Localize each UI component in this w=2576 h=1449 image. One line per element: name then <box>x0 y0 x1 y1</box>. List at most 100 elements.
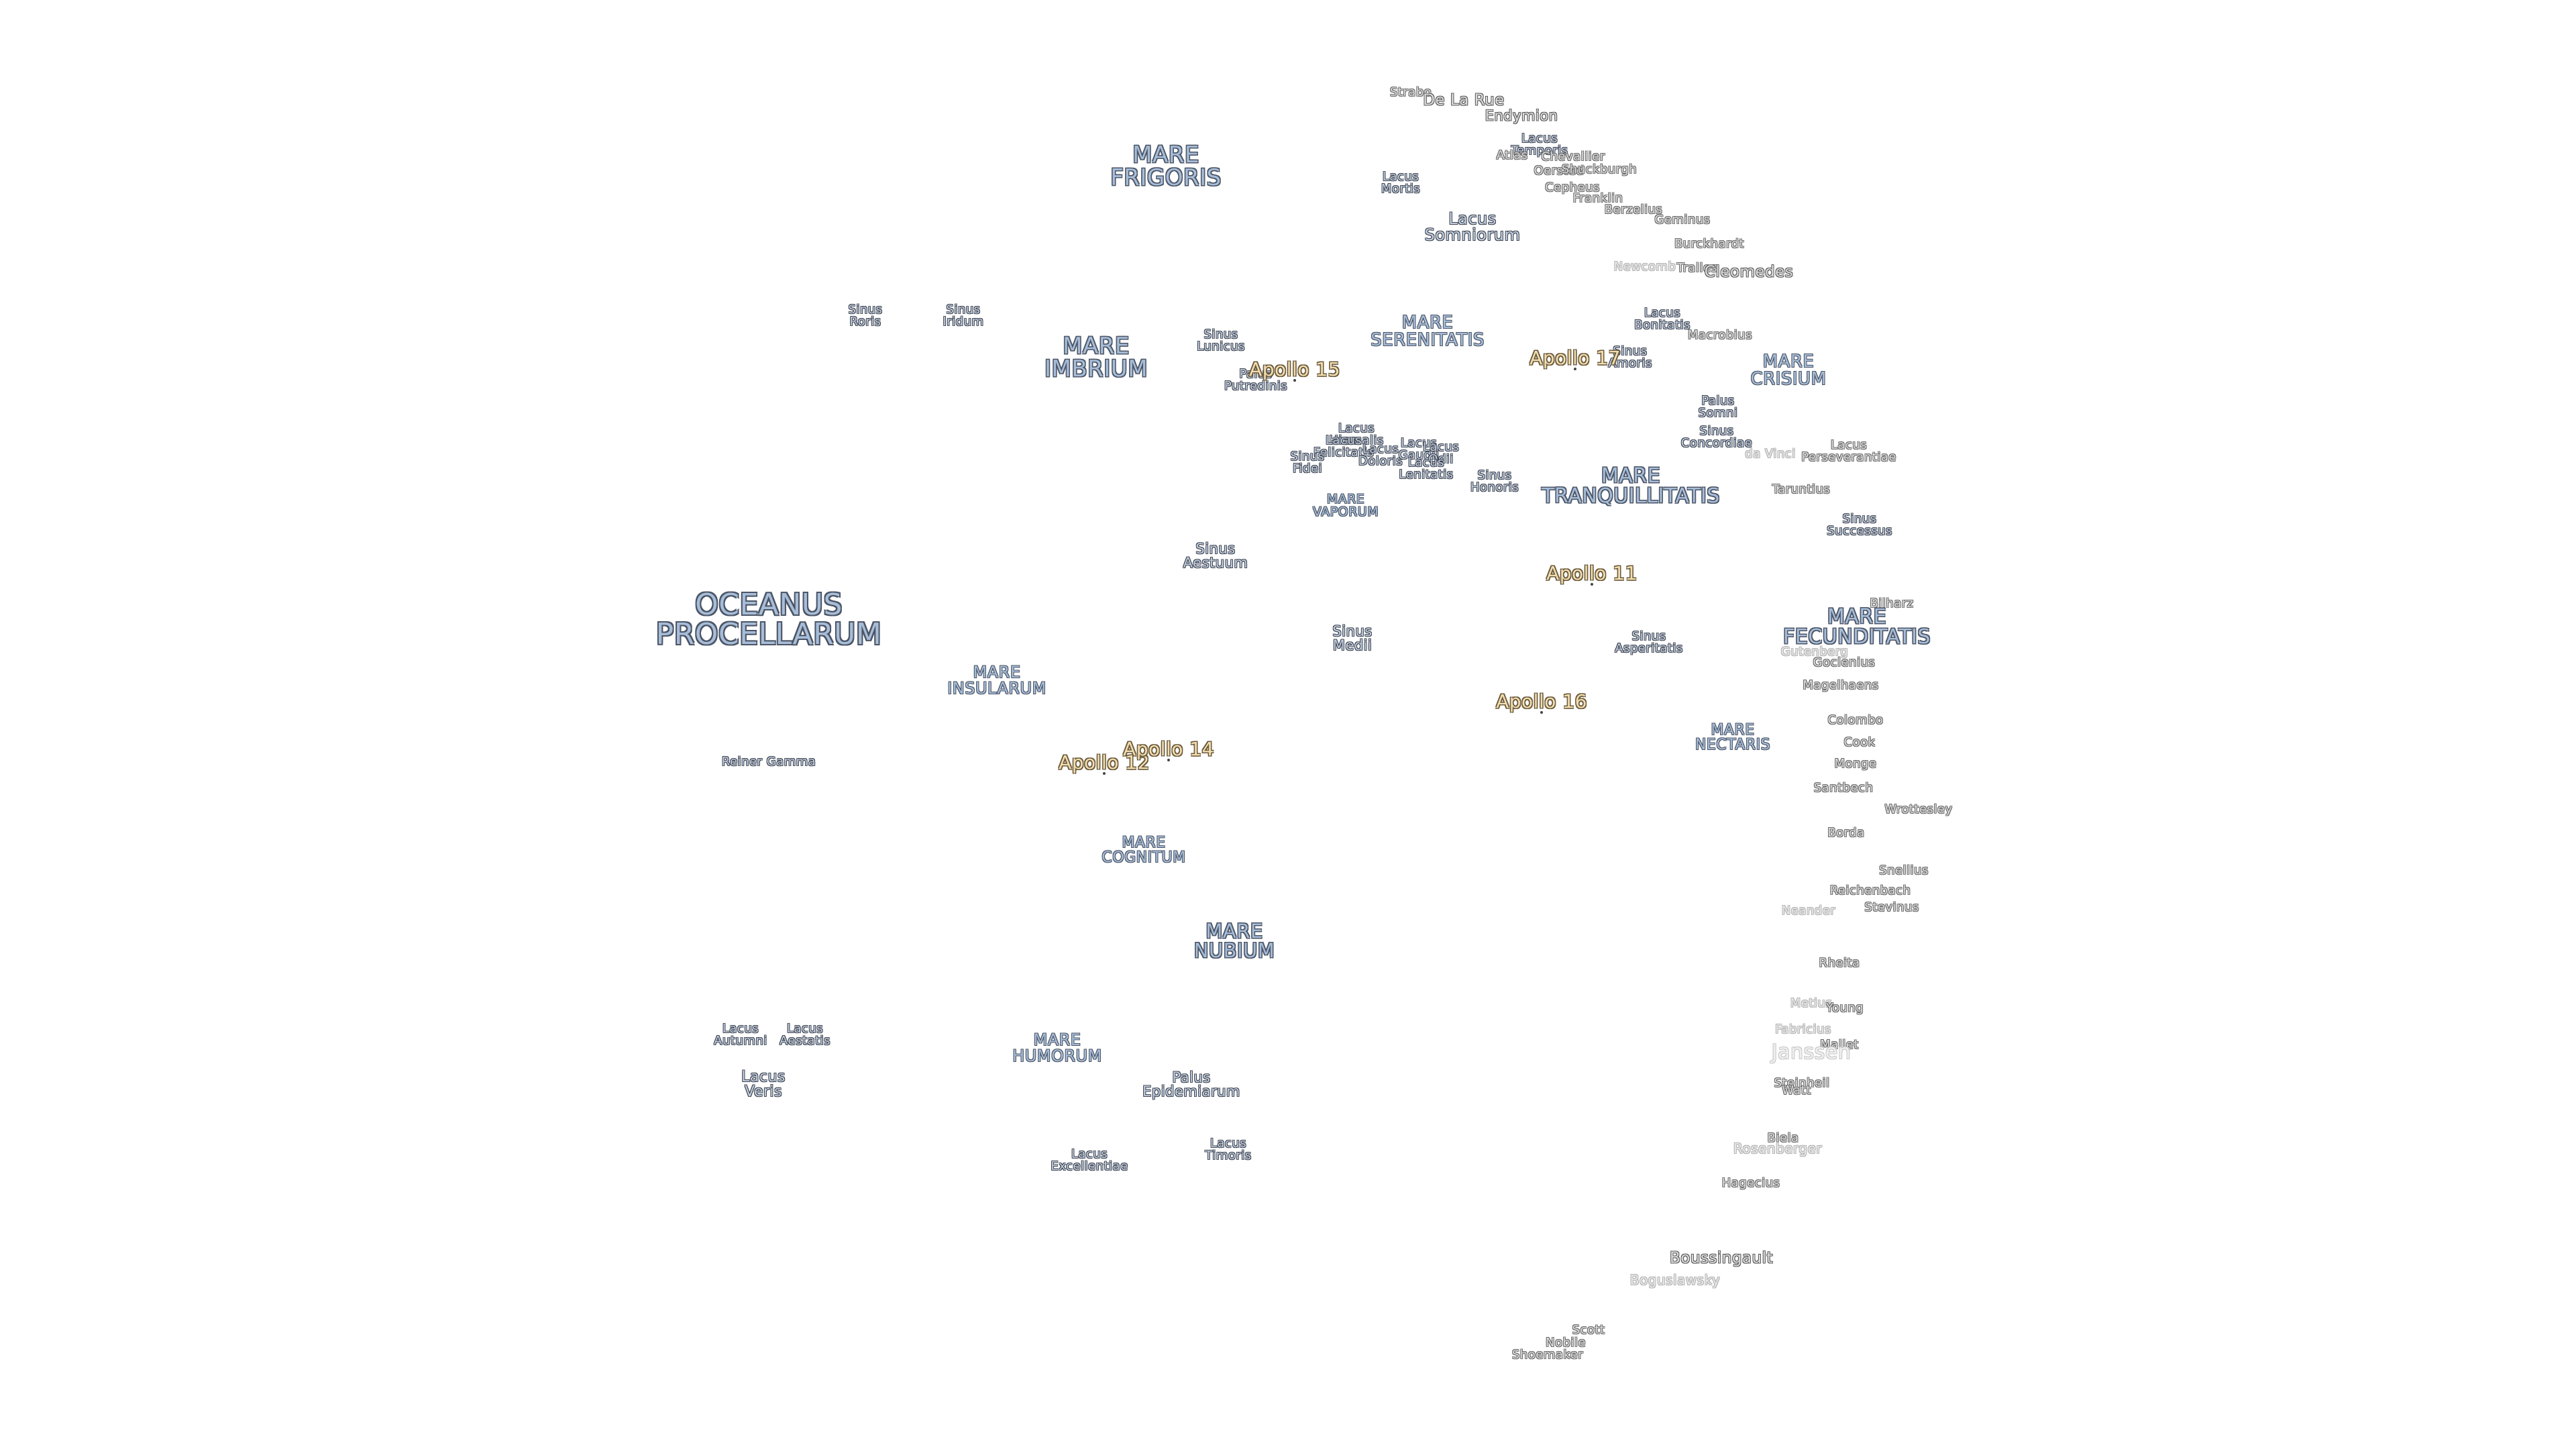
mare-nubium-label: MARE NUBIUM <box>1193 920 1275 962</box>
crater-cepheus-label: Cepheus <box>1545 180 1600 195</box>
apollo-14-label: Apollo 14 <box>1123 738 1214 760</box>
lacus-excellentiae-label: Lacus Excellentiae <box>1051 1147 1128 1173</box>
crater-janssen-label: Janssen <box>1771 1040 1851 1064</box>
mare-tranquillitatis-label: MARE TRANQUILLITATIS <box>1542 464 1720 508</box>
crater-taruntius-label: Taruntius <box>1772 482 1831 496</box>
lacus-odii-label: Lacus Odii <box>1422 440 1460 466</box>
sinus-honoris-label: Sinus Honoris <box>1470 468 1519 494</box>
mare-nectaris-label: MARE NECTARIS <box>1695 722 1771 753</box>
sinus-roris-label: Sinus Roris <box>848 303 883 329</box>
sinus-aestuum-label: Sinus Aestuum <box>1183 541 1248 571</box>
sinus-lunicus-label: Sinus Lunicus <box>1197 327 1245 354</box>
crater-gutenberg-label: Gutenberg <box>1780 645 1849 659</box>
crater-rosenberger-label: Rosenberger <box>1733 1140 1823 1157</box>
sinus-amoris-label: Sinus Amoris <box>1608 344 1652 370</box>
crater-metius-label: Metius <box>1790 996 1833 1010</box>
sinus-concordiae-label: Sinus Concordiae <box>1680 424 1753 450</box>
crater-nobile-label: Nobile <box>1546 1336 1586 1350</box>
lacus-gaudii-label: Lacus Gaudii <box>1398 436 1440 462</box>
crater-scott-label: Scott <box>1572 1323 1605 1337</box>
crater-reichenbach-label: Reichenbach <box>1829 883 1911 898</box>
crater-colombo-label: Colombo <box>1827 713 1884 727</box>
lacus-bonitatis-label: Lacus Bonitatis <box>1634 306 1690 332</box>
palus-putredinis-label: Palus Putredinis <box>1224 367 1288 393</box>
crater-monge-label: Monge <box>1834 757 1877 771</box>
crater-magelhaens-label: Magelhaens <box>1803 678 1879 692</box>
oceanus-procellarum-label: OCEANUS PROCELLARUM <box>655 588 882 651</box>
sinus-asperitatis-label: Sinus Asperitatis <box>1615 629 1683 655</box>
apollo-17-label: Apollo 17 <box>1529 347 1621 369</box>
lacus-veris-label: Lacus Veris <box>741 1069 786 1100</box>
lacus-autumni-label: Lacus Autumni <box>714 1022 767 1048</box>
crater-bilharz-label: Bilharz <box>1870 596 1914 610</box>
crater-shuckburgh-label: Shuckburgh <box>1561 162 1638 176</box>
crater-boussingault-label: Boussingault <box>1669 1249 1774 1267</box>
crater-mallet-label: Mallet <box>1820 1038 1859 1052</box>
crater-steinheil-label: Steinheil <box>1774 1076 1830 1090</box>
apollo-16-site-marker <box>1540 711 1543 714</box>
apollo-17-site-marker <box>1574 368 1576 370</box>
palus-somni-label: Palus Somni <box>1698 394 1738 420</box>
mare-humorum-label: MARE HUMORUM <box>1012 1030 1102 1065</box>
sinus-successus-label: Sinus Successus <box>1827 512 1892 538</box>
crater-watt-label: Watt <box>1782 1083 1811 1097</box>
lacus-mortis-label: Lacus Mortis <box>1381 170 1421 196</box>
crater-fabricius-label: Fabricius <box>1775 1022 1831 1036</box>
apollo-11-label: Apollo 11 <box>1546 562 1638 584</box>
crater-newcomb-label: Newcomb <box>1613 260 1676 274</box>
crater-atlas-label: Atlas <box>1496 148 1528 162</box>
crater-cleomedes-label: Cleomedes <box>1704 263 1794 281</box>
crater-burckhardt-label: Burckhardt <box>1674 237 1745 251</box>
mare-fecunditatis-label: MARE FECUNDITATIS <box>1783 605 1931 649</box>
mare-insularum-label: MARE INSULARUM <box>947 663 1046 698</box>
crater-goclenius-label: Goclenius <box>1813 655 1876 669</box>
crater-wrottesley-label: Wrottesley <box>1884 802 1953 816</box>
crater-macrobius-label: Macrobius <box>1687 328 1753 342</box>
crater-snellius-label: Snellius <box>1879 863 1929 877</box>
apollo-11-site-marker <box>1591 583 1593 586</box>
crater-santbech-label: Santbech <box>1813 781 1874 795</box>
crater-boguslawsky-label: Boguslawsky <box>1629 1272 1721 1288</box>
crater-hagecius-label: Hagecius <box>1721 1176 1780 1190</box>
crater-stevinus-label: Stevinus <box>1864 900 1919 914</box>
mare-crisium-label: MARE CRISIUM <box>1750 352 1827 389</box>
crater-rheita-label: Rheita <box>1819 956 1860 970</box>
sinus-fidei-label: Sinus Fidei <box>1290 449 1325 476</box>
crater-strabo-label: Strabo <box>1389 85 1432 99</box>
lacus-felicitatis-label: Lacus Felicitatis <box>1313 433 1375 460</box>
mare-frigoris-label: MARE FRIGORIS <box>1110 142 1222 191</box>
crater-geminus-label: Geminus <box>1654 213 1711 227</box>
mare-imbrium-label: MARE IMBRIUM <box>1044 333 1148 382</box>
crater-biela-label: Biela <box>1767 1131 1799 1145</box>
crater-endymion-label: Endymion <box>1485 107 1558 124</box>
apollo-12-site-marker <box>1103 772 1106 775</box>
crater-de-la-rue-label: De La Rue <box>1423 91 1505 109</box>
lacus-perseverantiae-label: Lacus Perseverantiae <box>1801 438 1896 464</box>
crater-shoemaker-label: Shoemaker <box>1511 1348 1584 1362</box>
crater-chevallier-label: Chevallier <box>1541 150 1605 164</box>
apollo-12-label: Apollo 12 <box>1059 751 1150 773</box>
lacus-somniorum-label: Lacus Somniorum <box>1424 209 1521 244</box>
lacus-aestatis-label: Lacus Aestatis <box>780 1022 830 1048</box>
crater-da-vinci-label: da Vinci <box>1745 447 1796 461</box>
reiner-gamma-label: Reiner Gamma <box>721 755 816 769</box>
lacus-timoris-label: Lacus Timoris <box>1205 1136 1252 1163</box>
sinus-medii-label: Sinus Medii <box>1332 623 1373 653</box>
lacus-lenitatis-label: Lacus Lenitatis <box>1399 455 1454 482</box>
crater-neander-label: Neander <box>1781 904 1836 918</box>
crater-cook-label: Cook <box>1843 735 1876 749</box>
crater-franklin-label: Franklin <box>1572 191 1623 205</box>
palus-epidemiarum-label: Palus Epidemiarum <box>1142 1069 1240 1099</box>
apollo-16-label: Apollo 16 <box>1496 690 1587 712</box>
crater-oersted-label: Oersted <box>1534 164 1585 178</box>
mare-serenitatis-label: MARE SERENITATIS <box>1371 313 1485 350</box>
crater-borda-label: Borda <box>1827 826 1865 840</box>
mare-cognitum-label: MARE COGNITUM <box>1102 835 1186 866</box>
apollo-14-site-marker <box>1167 759 1170 761</box>
crater-young-label: Young <box>1825 1001 1864 1015</box>
sinus-iridum-label: Sinus Iridum <box>943 303 984 329</box>
apollo-15-site-marker <box>1293 379 1296 382</box>
crater-tralles-label: Tralles <box>1676 261 1718 275</box>
apollo-15-label: Apollo 15 <box>1249 358 1340 380</box>
